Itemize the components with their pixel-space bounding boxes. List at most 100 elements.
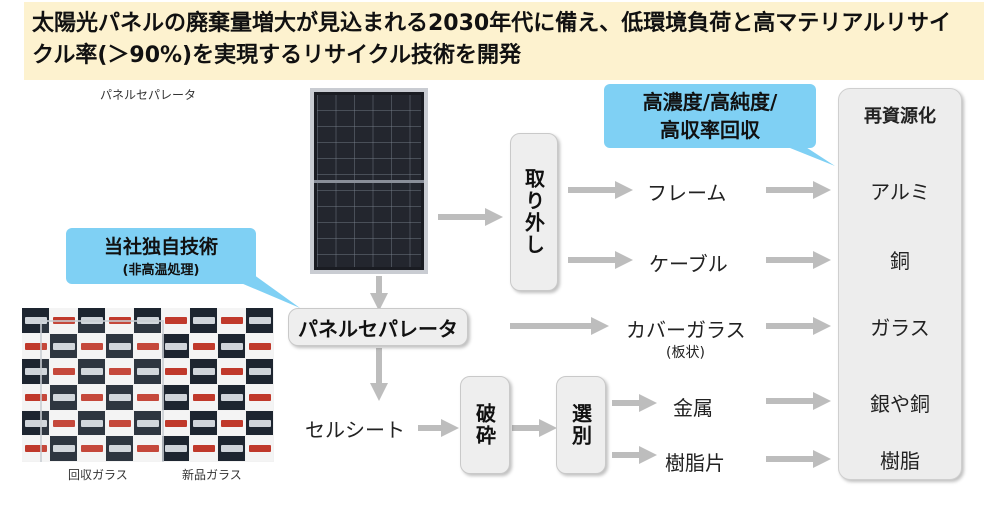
backdrop-tile (22, 359, 49, 384)
backdrop-tile (50, 410, 77, 436)
sorting-label: 選別 (568, 403, 593, 447)
logo-mark (193, 419, 215, 427)
sorting-box: 選別 (556, 376, 606, 474)
logo-mark (165, 342, 187, 350)
metal-label: 金属 (673, 396, 713, 420)
logo-mark (81, 419, 103, 427)
resource-item: 樹脂 (880, 449, 920, 473)
backdrop-tile (190, 308, 217, 333)
backdrop-tile (190, 436, 217, 461)
logo-mark (165, 445, 187, 453)
backdrop-tile (22, 410, 49, 436)
backdrop-tile (50, 436, 77, 461)
logo-mark (137, 368, 159, 376)
resources-heading: 再資源化 (864, 106, 936, 127)
separator-facility-photo (22, 308, 274, 462)
logo-mark (109, 342, 131, 350)
backdrop-tile (50, 359, 77, 384)
logo-mark (81, 368, 103, 376)
logo-mark (165, 394, 187, 401)
backdrop-tile (78, 385, 105, 410)
backdrop-tile (246, 410, 273, 436)
logo-mark (25, 419, 47, 427)
logo-mark (109, 445, 131, 453)
callout-quality: 高濃度/高純度/ 高収率回収 (604, 84, 816, 148)
backdrop-tile (78, 333, 105, 359)
backdrop-tile (162, 308, 189, 333)
panel-separator-box: パネルセパレータ (288, 308, 468, 346)
backdrop-tile (78, 410, 105, 436)
cover-glass-label: カバーガラス (626, 318, 746, 342)
logo-mark (81, 394, 103, 401)
logo-mark (221, 445, 243, 453)
backdrop-tile (50, 385, 77, 410)
logo-mark (165, 368, 187, 376)
logo-mark (221, 317, 243, 324)
removal-box: 取り外し (510, 133, 558, 291)
callout-proprietary-subtitle: (非高温処理) (122, 263, 200, 278)
logo-mark (137, 445, 159, 453)
cover-glass-note: (板状) (666, 345, 705, 361)
logo-mark (25, 342, 47, 350)
removal-label: 取り外し (521, 168, 546, 256)
logo-mark (137, 419, 159, 427)
backdrop-tile (162, 385, 189, 410)
logo-mark (193, 394, 215, 401)
logo-mark (25, 445, 47, 453)
logo-mark (25, 368, 47, 376)
logo-mark (109, 368, 131, 376)
logo-mark (165, 419, 187, 427)
solar-panel-image (310, 88, 428, 274)
resources-panel (838, 88, 962, 480)
crushing-label: 破砕 (472, 403, 497, 447)
logo-mark (193, 342, 215, 350)
backdrop-tile (218, 333, 245, 359)
logo-mark (221, 368, 243, 376)
backdrop-tile (78, 436, 105, 461)
logo-mark (193, 445, 215, 453)
logo-mark (221, 394, 243, 401)
backdrop-tile (106, 385, 133, 410)
resin-pieces-label: 樹脂片 (665, 451, 725, 475)
separator-photo-caption: パネルセパレータ (100, 88, 197, 102)
callout-proprietary-title: 当社独自技術 (103, 236, 218, 258)
backdrop-tile (246, 333, 273, 359)
backdrop-tile (190, 410, 217, 436)
resource-item: 銀や銅 (870, 392, 930, 416)
logo-mark (53, 368, 75, 376)
backdrop-tile (134, 385, 161, 410)
backdrop-tile (22, 333, 49, 359)
logo-mark (81, 445, 103, 453)
logo-mark (221, 419, 243, 427)
logo-mark (137, 394, 159, 401)
logo-mark (249, 317, 271, 324)
logo-mark (165, 317, 187, 324)
backdrop-tile (190, 359, 217, 384)
logo-mark (249, 419, 271, 427)
backdrop-tile (106, 436, 133, 461)
backdrop-tile (246, 308, 273, 333)
backdrop-tile (162, 410, 189, 436)
backdrop-tile (190, 333, 217, 359)
logo-mark (53, 419, 75, 427)
backdrop-tile (134, 410, 161, 436)
backdrop-tile (134, 436, 161, 461)
logo-mark (249, 445, 271, 453)
backdrop-tile (22, 436, 49, 461)
backdrop-tile (246, 436, 273, 461)
backdrop-tile (218, 410, 245, 436)
cell-sheet-label: セルシート (305, 418, 405, 442)
backdrop-tile (218, 436, 245, 461)
resource-item: 銅 (890, 249, 910, 273)
logo-mark (221, 342, 243, 350)
backdrop-tile (246, 359, 273, 384)
backdrop-tile (218, 385, 245, 410)
recovered-glass-caption: 回収ガラス (68, 468, 128, 482)
cable-label: ケーブル (649, 252, 728, 276)
resource-item: ガラス (870, 316, 930, 340)
resource-item: アルミ (870, 180, 930, 204)
logo-mark (53, 342, 75, 350)
page-title: 太陽光パネルの廃棄量増大が見込まれる2030年代に備え、低環境負荷と高マテリアル… (32, 11, 952, 68)
backdrop-tile (22, 385, 49, 410)
backdrop-tile (78, 359, 105, 384)
